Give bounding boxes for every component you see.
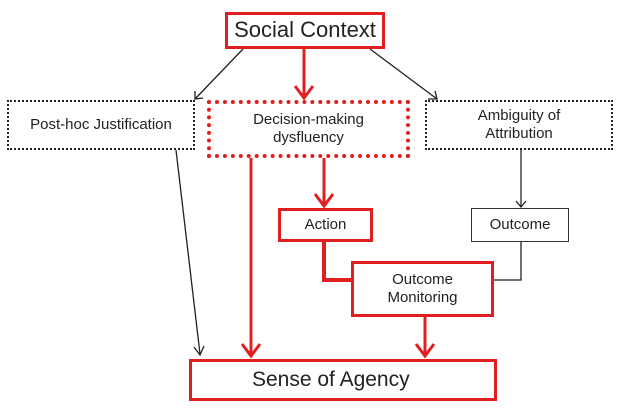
node-label: Attribution (485, 125, 553, 142)
arrowhead (240, 343, 262, 359)
node-ambiguity-of-attribution: Ambiguity of Attribution (425, 100, 613, 150)
node-label: Monitoring (387, 289, 458, 306)
node-label: Sense of Agency (252, 368, 410, 392)
node-label: Ambiguity of (477, 107, 561, 124)
node-decision-making-dysfluency: Decision-making dysfluency (207, 100, 410, 158)
node-outcome: Outcome (471, 208, 569, 242)
arrowhead (313, 193, 335, 209)
arrow-posthoc-to-agency (175, 149, 201, 355)
node-label: Outcome (489, 216, 551, 233)
node-label: Social Context (234, 17, 376, 43)
arrow-social-to-posthoc (194, 48, 244, 100)
arrowhead (194, 91, 204, 100)
node-social-context: Social Context (225, 12, 385, 49)
arrowhead (428, 90, 438, 100)
node-sense-of-agency: Sense of Agency (189, 359, 497, 401)
node-label: Outcome (392, 271, 453, 288)
arrowhead (293, 85, 315, 101)
node-action: Action (278, 208, 373, 242)
node-label: Decision-making (253, 111, 364, 128)
line-outcome-to-monitoring (493, 242, 522, 281)
arrowhead (515, 200, 527, 209)
arrowhead (414, 343, 436, 359)
arrowhead (193, 345, 205, 357)
node-label: Action (304, 216, 347, 233)
node-label: dysfluency (273, 129, 344, 146)
node-outcome-monitoring: Outcome Monitoring (351, 261, 494, 317)
line-action-to-monitoring (322, 242, 352, 282)
node-post-hoc-justification: Post-hoc Justification (7, 100, 195, 150)
arrow-social-to-ambiguity (369, 48, 438, 100)
node-label: Post-hoc Justification (30, 116, 172, 133)
